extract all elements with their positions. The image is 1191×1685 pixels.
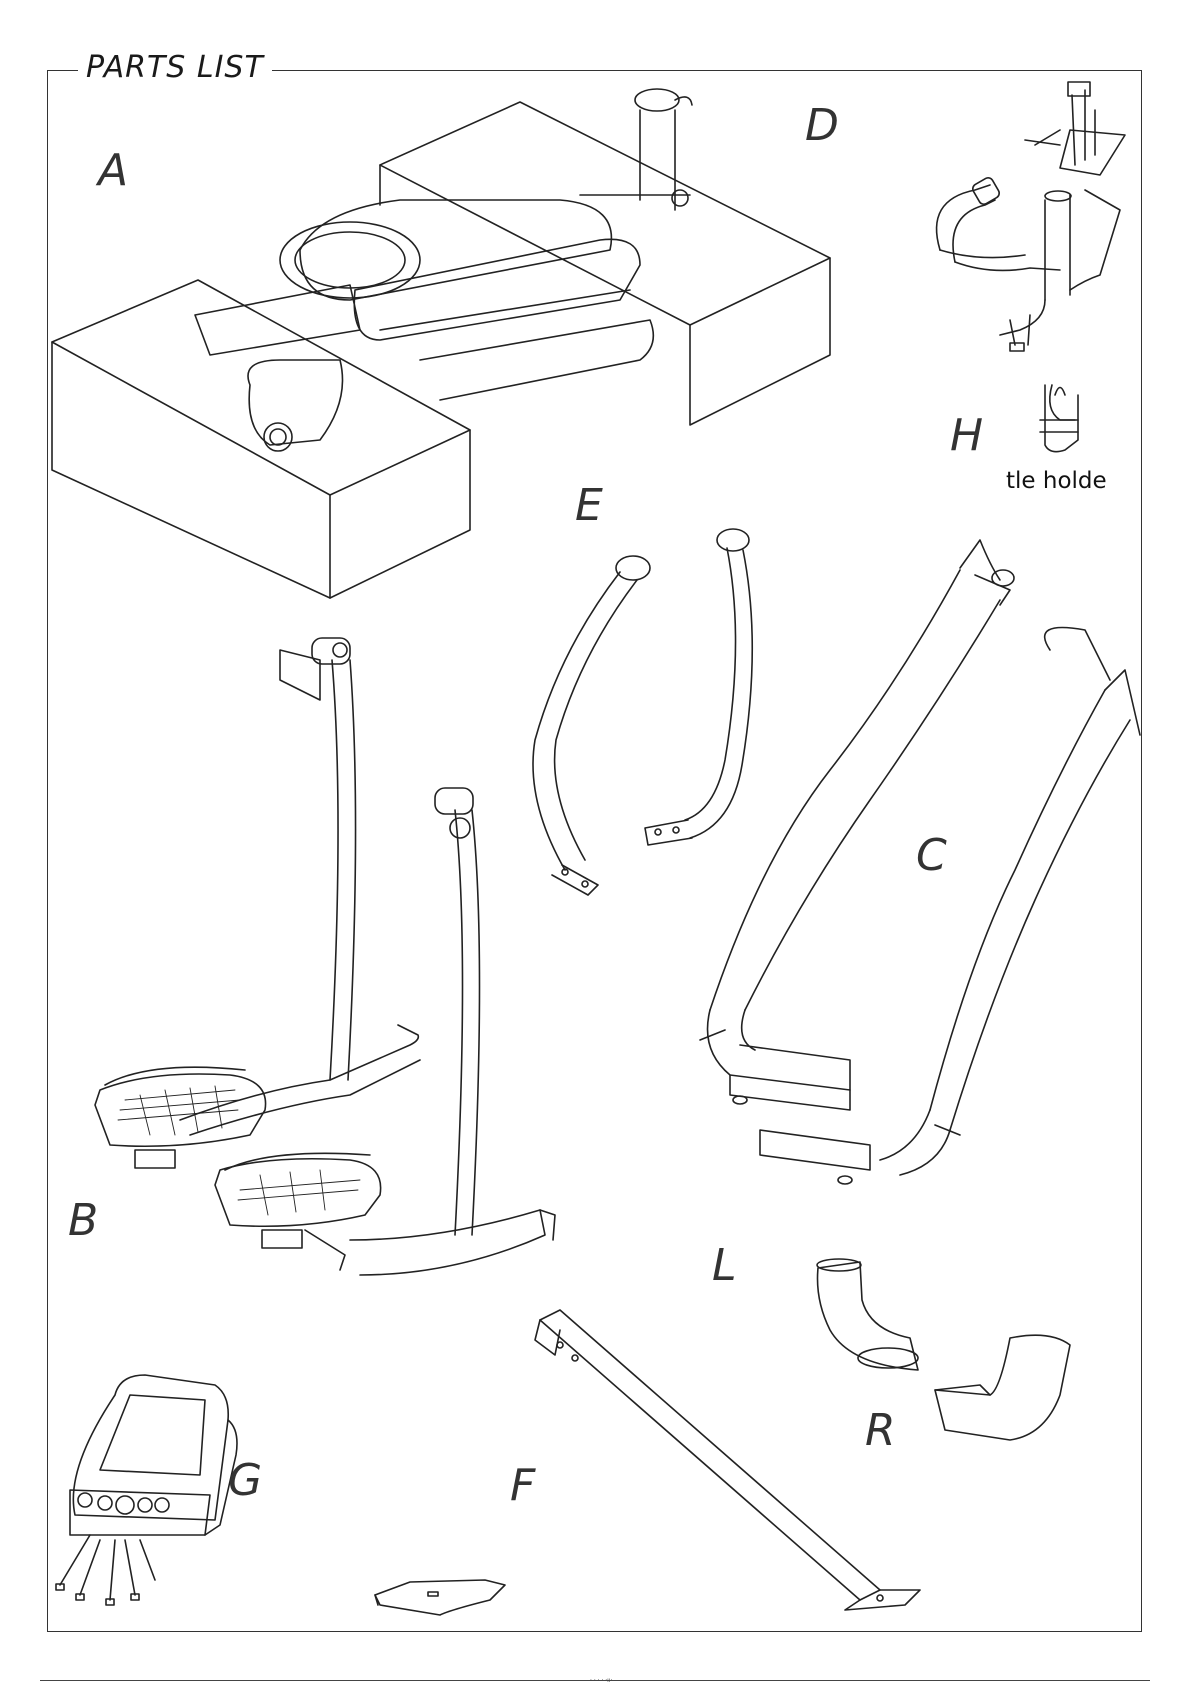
part-label-l: L	[712, 1240, 737, 1291]
part-label-a: A	[98, 145, 128, 196]
part-a-drawing	[52, 89, 830, 598]
part-h-caption: tle holde	[1006, 468, 1107, 494]
part-label-d: D	[805, 100, 839, 151]
part-label-b: B	[68, 1195, 98, 1246]
part-label-c: C	[916, 830, 947, 881]
part-h-drawing	[1040, 385, 1078, 452]
part-r-drawing	[817, 1259, 1070, 1440]
part-l-drawing	[535, 1310, 920, 1610]
part-label-e: E	[575, 480, 603, 531]
part-label-r: R	[865, 1405, 896, 1456]
part-g-drawing	[56, 1375, 237, 1605]
footer-text: · · · · ·ıı·	[590, 1677, 612, 1684]
part-label-g: G	[228, 1455, 262, 1506]
part-label-h: H	[950, 410, 983, 461]
part-b-drawing	[95, 638, 555, 1275]
part-f-drawing	[375, 1580, 505, 1615]
part-label-f: F	[510, 1460, 535, 1511]
part-d-drawing	[937, 82, 1125, 351]
part-e-drawing	[533, 529, 752, 895]
